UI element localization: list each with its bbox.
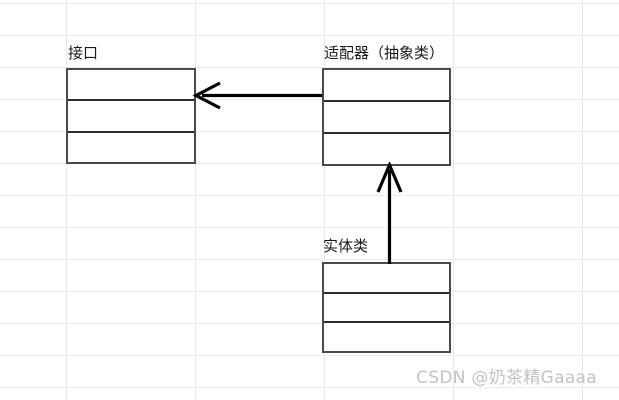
class-compartment-methods: [324, 132, 449, 164]
class-compartment-attributes: [68, 99, 194, 130]
class-box-adapter[interactable]: [322, 68, 451, 166]
class-compartment-attributes: [324, 291, 449, 322]
class-label-entity: 实体类: [323, 237, 369, 255]
class-compartment-attributes: [324, 100, 449, 132]
arrow-adapter-to-interface-icon: [192, 81, 322, 110]
class-compartment-methods: [68, 130, 194, 162]
class-compartment-name: [68, 70, 194, 99]
class-compartment-name: [324, 70, 449, 100]
arrow-entity-to-adapter-icon: [376, 162, 403, 264]
class-box-entity[interactable]: [322, 262, 451, 353]
csdn-watermark: CSDN @奶茶精Gaaaa: [416, 368, 597, 388]
class-compartment-name: [324, 264, 449, 292]
class-label-interface: 接口: [68, 44, 99, 62]
class-label-adapter: 适配器（抽象类）: [324, 44, 445, 62]
class-box-interface[interactable]: [66, 68, 196, 164]
class-compartment-methods: [324, 321, 449, 351]
